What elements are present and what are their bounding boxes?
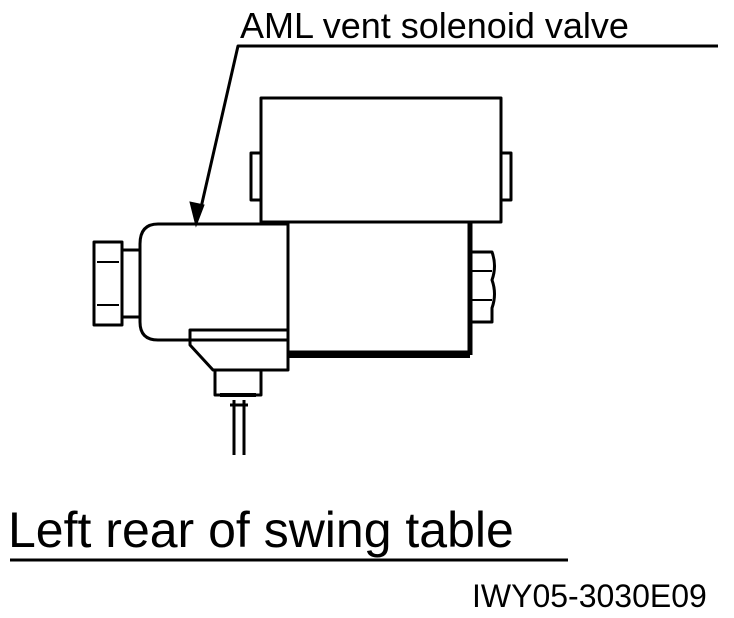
upper-housing [259, 96, 503, 224]
connector-housing [138, 222, 288, 342]
callout-leader [198, 44, 718, 213]
upper-left-tab [249, 151, 263, 202]
figure-id: IWY05-3030E09 [472, 578, 707, 614]
plug-nut [92, 240, 124, 327]
cable-gland [213, 368, 263, 397]
figure-caption: Left rear of swing table [8, 502, 514, 558]
callout-arrowhead [189, 201, 205, 228]
plug-collar [120, 248, 142, 319]
coil-body [286, 220, 472, 354]
upper-right-tab [499, 151, 513, 202]
callout-label: AML vent solenoid valve [240, 5, 629, 46]
connector-wedge [188, 328, 290, 372]
right-lock-nut [470, 250, 496, 324]
